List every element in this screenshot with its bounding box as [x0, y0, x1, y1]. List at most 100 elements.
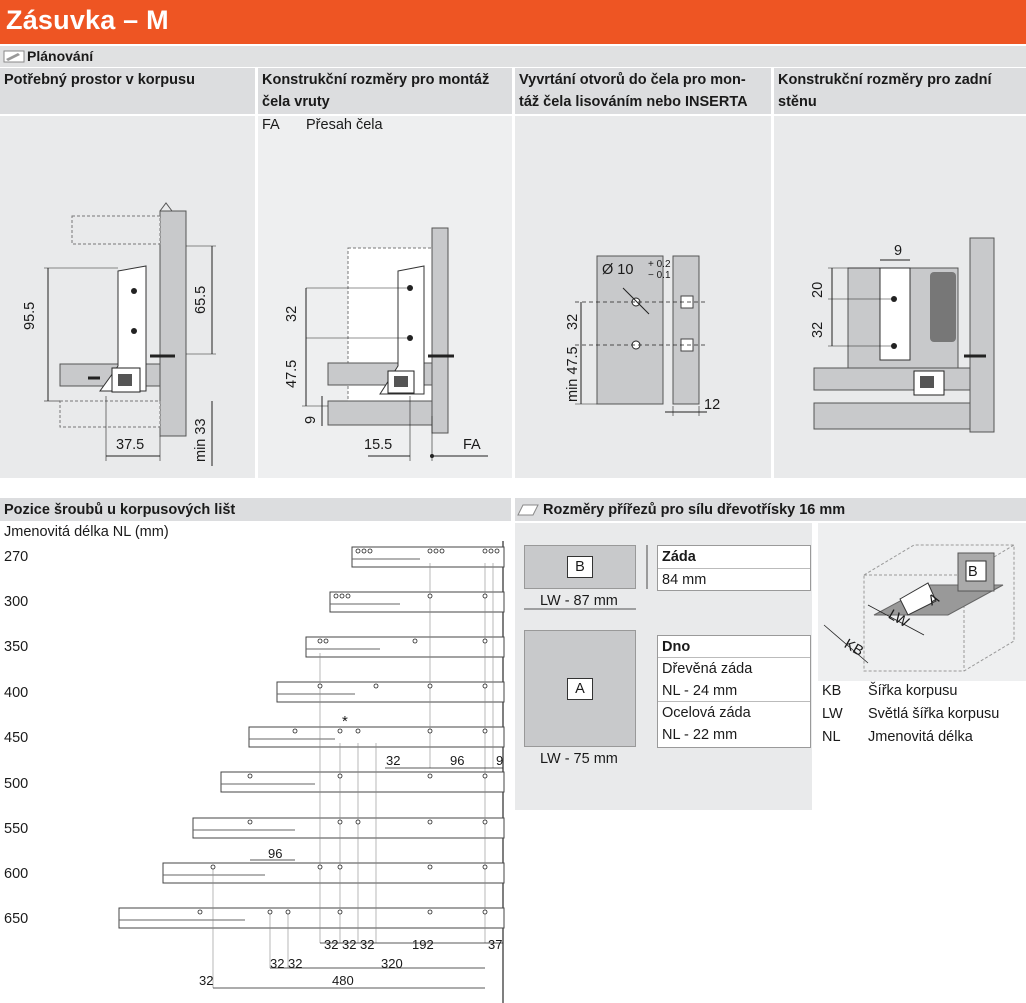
col2-header: Konstrukční rozměry pro montáž čela vrut… — [258, 68, 512, 114]
board-a-label: A — [567, 678, 593, 700]
dim-min-47-5: min 47.5 — [565, 346, 581, 402]
col2-title-2: čela vruty — [262, 94, 330, 110]
legend-lw-text: Světlá šířka korpusu — [868, 706, 1000, 722]
board-icon — [517, 504, 539, 516]
legend-lw-abbr: LW — [822, 706, 843, 722]
board-a-table: Dno Dřevěná záda NL - 24 mm Ocelová záda… — [657, 635, 811, 748]
board-a-steel-value: NL - 22 mm — [662, 727, 738, 743]
rail-400 — [276, 681, 505, 703]
dim-min-33: min 33 — [193, 418, 209, 462]
length-450: 450 — [4, 730, 29, 746]
board-b-width: LW - 87 mm — [540, 593, 618, 609]
dim-fa: FA — [463, 437, 481, 453]
iso-b: B — [968, 564, 978, 580]
dim450-32: 32 — [386, 753, 401, 768]
dim-95-5: 95.5 — [22, 301, 38, 330]
col3-title-1: Vyvrtání otvorů do čela pro mon- — [519, 72, 746, 88]
col4-header: Konstrukční rozměry pro zadní stěnu — [774, 68, 1026, 114]
rail-270 — [351, 546, 505, 568]
page-title: Zásuvka – M — [0, 0, 1026, 44]
tol-minus: − 0.1 — [648, 270, 671, 281]
board-b-name: Záda — [658, 546, 810, 569]
bottom-32-c: 32 — [360, 937, 375, 952]
diagram-space — [44, 202, 216, 466]
dim-9: 9 — [303, 415, 319, 424]
bottom-32-e: 32 — [288, 956, 303, 971]
length-600: 600 — [4, 866, 29, 882]
length-400: 400 — [4, 685, 29, 701]
bottom-32-a: 32 — [324, 937, 339, 952]
length-650: 650 — [4, 911, 29, 927]
rail-500 — [220, 771, 505, 793]
dim-32: 32 — [284, 305, 300, 322]
iso-drawing — [823, 544, 1015, 672]
dim-20: 20 — [810, 281, 826, 298]
rail-350 — [305, 636, 505, 658]
bottom-192: 192 — [412, 937, 434, 952]
board-b-table: Záda 84 mm — [657, 545, 811, 591]
rail-650 — [118, 907, 505, 929]
cut-header: Rozměry přířezů pro sílu dřevotřísky 16 … — [515, 498, 1026, 521]
dim-65-5: 65.5 — [193, 285, 209, 314]
diagram-back — [813, 237, 995, 433]
bottom-37: 37 — [488, 937, 503, 952]
diagram-drilling — [575, 255, 707, 416]
dim-d3-32: 32 — [565, 313, 581, 330]
legend-nl-abbr: NL — [822, 729, 841, 745]
board-a-width: LW - 75 mm — [540, 751, 618, 767]
dim-32-back: 32 — [810, 321, 826, 338]
bottom-32-f: 32 — [199, 973, 214, 988]
dim-47-5: 47.5 — [284, 359, 300, 388]
screws-header: Pozice šroubů u korpusových lišt — [0, 498, 511, 521]
col4-title-1: Konstrukční rozměry pro zadní — [778, 72, 992, 88]
col1-title: Potřebný prostor v korpusu — [4, 72, 195, 88]
length-550: 550 — [4, 821, 29, 837]
cut-title: Rozměry přířezů pro sílu dřevotřísky 16 … — [543, 502, 846, 518]
screws-title: Pozice šroubů u korpusových lišt — [4, 502, 236, 518]
section-planning-label: Plánování — [27, 48, 94, 64]
legend-nl-text: Jmenovitá délka — [868, 729, 973, 745]
bottom-32-d: 32 — [270, 956, 285, 971]
length-350: 350 — [4, 639, 29, 655]
pencil-icon — [3, 50, 25, 63]
rail-600 — [162, 862, 505, 884]
rail-300 — [329, 591, 505, 613]
board-a-steel: Ocelová záda — [662, 705, 751, 721]
col3-header: Vyvrtání otvorů do čela pro mon- táž čel… — [515, 68, 771, 114]
board-a-name: Dno — [658, 636, 810, 658]
dim-9-back: 9 — [894, 243, 903, 259]
tol-plus: + 0.2 — [648, 259, 671, 270]
col1-header: Potřebný prostor v korpusu — [0, 68, 255, 114]
bottom-320: 320 — [381, 956, 403, 971]
bottom-32-b: 32 — [342, 937, 357, 952]
dim-12: 12 — [704, 397, 721, 413]
dim450-9: 9 — [496, 753, 504, 768]
col4-title-2: stěnu — [778, 94, 817, 110]
length-500: 500 — [4, 776, 29, 792]
cut-dimension-lines — [524, 545, 648, 610]
board-b-value: 84 mm — [662, 572, 707, 588]
diagram-front — [302, 227, 488, 461]
col3-title-2: táž čela lisováním nebo INSERTA — [519, 94, 748, 110]
dim450-96: 96 — [450, 753, 465, 768]
dim-15-5: 15.5 — [364, 437, 393, 453]
board-b-label: B — [567, 556, 593, 578]
rail-450 — [248, 726, 505, 748]
legend-kb-abbr: KB — [822, 683, 842, 699]
fa-text: Přesah čela — [306, 117, 383, 133]
col2-title-1: Konstrukční rozměry pro montáž — [262, 72, 490, 88]
fa-abbr: FA — [262, 117, 280, 133]
board-a-wood: Dřevěná záda — [662, 661, 753, 677]
length-270: 270 — [4, 549, 29, 565]
star-marker: * — [342, 713, 348, 730]
legend-kb-text: Šířka korpusu — [868, 683, 958, 699]
rails-drawing — [118, 541, 505, 1003]
rail-550 — [192, 817, 505, 839]
dim-dia-10: Ø 10 — [602, 262, 634, 278]
length-300: 300 — [4, 594, 29, 610]
section-planning-header: Plánování — [0, 46, 1026, 67]
dim-37-5: 37.5 — [116, 437, 145, 453]
bottom-480: 480 — [332, 973, 354, 988]
screws-subtitle: Jmenovitá délka NL (mm) — [4, 524, 169, 540]
board-a-wood-value: NL - 24 mm — [658, 680, 810, 702]
